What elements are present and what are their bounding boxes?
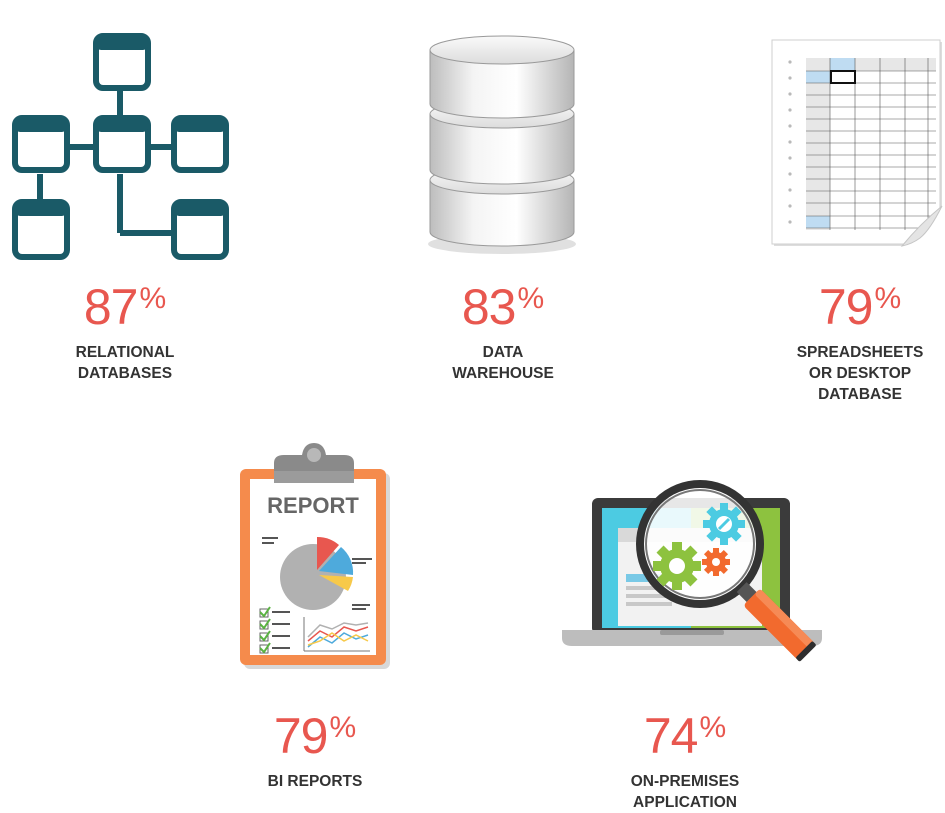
stat-percent: 79% [775, 282, 945, 332]
stat-data-warehouse: 83% DATA WAREHOUSE [418, 282, 588, 384]
stat-label-line: OR DESKTOP [808, 365, 912, 382]
stat-value: 79 [273, 708, 329, 764]
report-clipboard-icon: REPORT [240, 443, 390, 669]
stat-label-line: ON-PREMISES [630, 773, 740, 790]
stat-value: 74 [643, 708, 699, 764]
stat-on-premises-application: 74% ON-PREMISES APPLICATION [600, 711, 770, 813]
stat-percent: 83% [418, 282, 588, 332]
stat-label-line: APPLICATION [633, 794, 737, 811]
stat-value: 79 [818, 279, 874, 335]
stat-label: SPREADSHEETS OR DESKTOP DATABASE [775, 342, 945, 405]
stat-label: ON-PREMISES APPLICATION [600, 771, 770, 813]
stat-spreadsheets: 79% SPREADSHEETS OR DESKTOP DATABASE [775, 282, 945, 405]
stat-label-line: DATABASES [77, 365, 173, 382]
stat-value: 83 [461, 279, 517, 335]
percent-sign: % [699, 711, 727, 744]
stat-label-line: WAREHOUSE [452, 365, 554, 382]
percent-sign: % [139, 282, 167, 315]
data-warehouse-icon [428, 35, 576, 254]
stat-percent: 79% [230, 711, 400, 761]
stat-label-line: DATABASE [818, 386, 902, 403]
stat-label: DATA WAREHOUSE [418, 342, 588, 384]
stat-label: BI REPORTS [230, 771, 400, 792]
percent-sign: % [517, 282, 545, 315]
stat-label-line: DATA [482, 344, 524, 361]
stat-value: 87 [83, 279, 139, 335]
report-title: REPORT [267, 493, 359, 518]
percent-sign: % [329, 711, 357, 744]
laptop-magnifier-icon [562, 480, 822, 662]
relational-database-icon [12, 33, 229, 260]
stat-bi-reports: 79% BI REPORTS [230, 711, 400, 792]
stat-label-line: SPREADSHEETS [796, 344, 924, 361]
spreadsheet-icon [771, 39, 943, 247]
stat-label-line: RELATIONAL [75, 344, 175, 361]
stat-percent: 87% [40, 282, 210, 332]
stat-label-line: BI REPORTS [267, 773, 363, 790]
stat-percent: 74% [600, 711, 770, 761]
percent-sign: % [874, 282, 902, 315]
stat-label: RELATIONAL DATABASES [40, 342, 210, 384]
stat-relational-databases: 87% RELATIONAL DATABASES [40, 282, 210, 384]
